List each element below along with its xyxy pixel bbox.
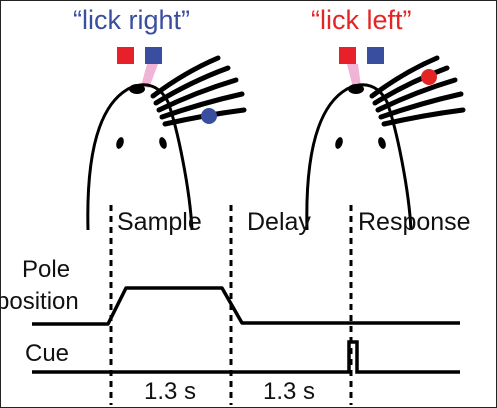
pole-position-trace: [32, 286, 460, 326]
mouse-head-outline: [305, 83, 413, 231]
mouse-nose-icon: [348, 84, 364, 94]
epoch-label-response: Response: [358, 208, 471, 236]
trace-label-position: position: [0, 288, 79, 315]
mouse-lick-left: [305, 47, 466, 231]
mouse-eye-icon: [335, 137, 343, 149]
trace-label-cue: Cue: [25, 340, 70, 367]
epoch-label-delay: Delay: [247, 208, 311, 236]
mouse-eye-icon: [159, 137, 167, 149]
cue-trace: [32, 340, 460, 374]
whiskers: [150, 55, 247, 127]
condition-label-lick-left: “lick left”: [311, 5, 412, 35]
blue-square-icon: [367, 47, 384, 64]
whiskers: [369, 55, 466, 127]
trace-label-pole: Pole: [22, 256, 71, 283]
pole-icon: [201, 108, 217, 124]
condition-label-lick-right: “lick right”: [73, 5, 191, 35]
epoch-label-sample: Sample: [117, 208, 202, 236]
duration-delay: 1.3 s: [263, 378, 316, 405]
mouse-lick-right: [86, 47, 247, 231]
red-square-icon: [339, 47, 356, 64]
lick-port-icon: [347, 64, 361, 88]
red-square-icon: [117, 47, 134, 64]
lick-port-icon: [141, 64, 158, 88]
blue-square-icon: [145, 47, 162, 64]
mouse-head-outline: [86, 83, 194, 231]
pole-icon: [421, 69, 437, 85]
mouse-eye-icon: [116, 137, 124, 149]
mouse-eye-icon: [378, 137, 386, 149]
duration-sample: 1.3 s: [144, 378, 197, 405]
mouse-nose-icon: [129, 84, 145, 94]
